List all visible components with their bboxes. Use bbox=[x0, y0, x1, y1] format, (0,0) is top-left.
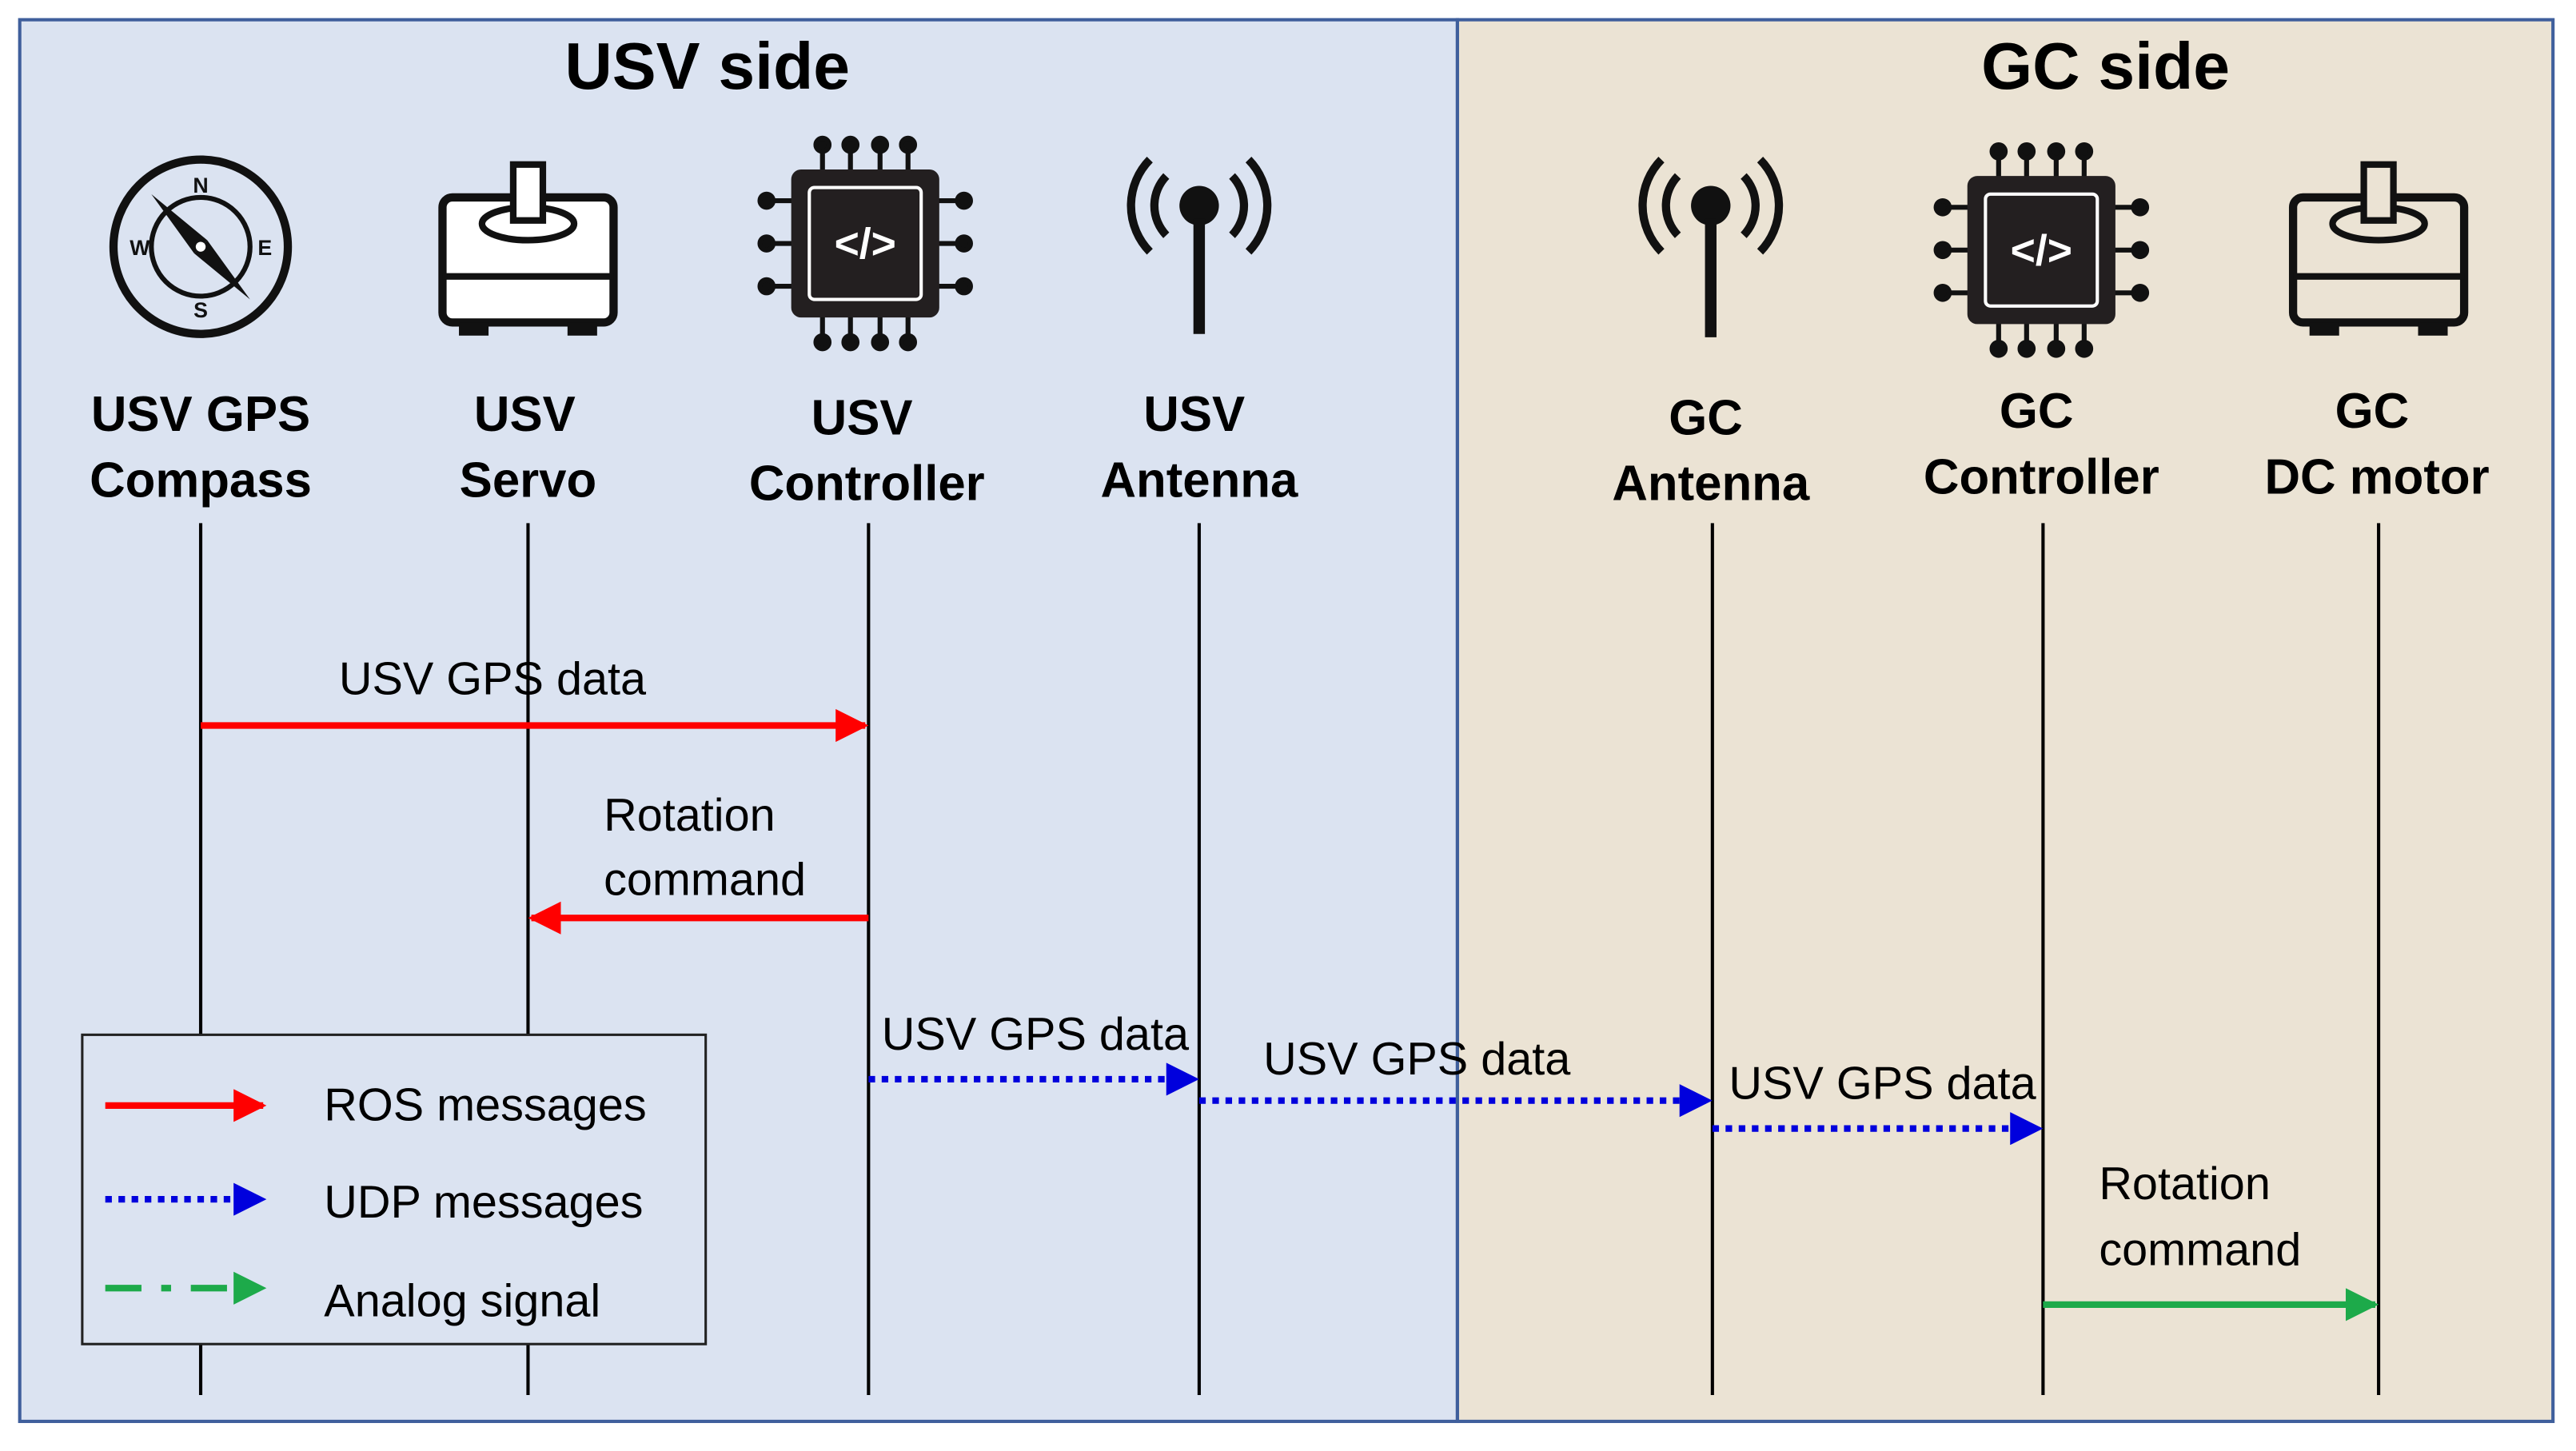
usv-antenna-label-line2: Antenna bbox=[1100, 452, 1298, 508]
compass-icon: N S W E bbox=[109, 155, 293, 338]
usv-servo-label-line2: Servo bbox=[460, 452, 597, 508]
gc-antenna-icon bbox=[1638, 157, 1784, 337]
msg-label-rotation-command-line1: Rotation bbox=[604, 790, 776, 841]
usv-gps-compass-label-line2: Compass bbox=[90, 452, 312, 508]
gc-microchip-icon: </> bbox=[1933, 142, 2150, 358]
gc-antenna-label-line2: Antenna bbox=[1612, 456, 1810, 512]
usv-side-title: USV side bbox=[564, 30, 850, 103]
legend-box bbox=[81, 1033, 708, 1345]
gc-side-title: GC side bbox=[1981, 30, 2230, 103]
svg-text:E: E bbox=[257, 236, 272, 260]
usv-controller-label-line2: Controller bbox=[749, 456, 985, 512]
usv-servo-label-line1: USV bbox=[474, 387, 576, 442]
legend-udp-label: UDP messages bbox=[324, 1177, 643, 1228]
servo-motor-icon bbox=[438, 161, 618, 336]
legend: ROS messages UDP messages Analog signal bbox=[81, 1033, 708, 1345]
svg-text:W: W bbox=[130, 236, 150, 260]
legend-ros-label: ROS messages bbox=[324, 1079, 646, 1130]
msg-label-gc-rotation-command-line1: Rotation bbox=[2099, 1158, 2271, 1210]
dc-motor-icon bbox=[2288, 161, 2469, 336]
msg-label-usv-gps-data-4: USV GPS data bbox=[1729, 1058, 2036, 1110]
svg-text:N: N bbox=[193, 173, 208, 197]
gc-controller-label-line1: GC bbox=[2000, 384, 2074, 439]
gc-dc-motor-label-line2: DC motor bbox=[2264, 449, 2489, 504]
msg-label-usv-gps-data-1: USV GPS data bbox=[339, 653, 647, 704]
svg-text:</>: </> bbox=[835, 221, 896, 268]
gc-dc-motor-label-line1: GC bbox=[2335, 384, 2410, 439]
usv-antenna-label-line1: USV bbox=[1143, 387, 1245, 442]
msg-label-usv-gps-data-3: USV GPS data bbox=[1263, 1034, 1571, 1085]
usv-gps-compass-label-line1: USV GPS bbox=[91, 387, 310, 442]
msg-label-rotation-command-line2: command bbox=[604, 854, 806, 905]
usv-microchip-icon: </> bbox=[757, 135, 973, 352]
svg-text:S: S bbox=[193, 298, 208, 322]
usv-antenna-icon bbox=[1127, 157, 1272, 334]
legend-analog-label: Analog signal bbox=[324, 1275, 600, 1326]
gc-antenna-label-line1: GC bbox=[1669, 390, 1743, 445]
msg-label-usv-gps-data-2: USV GPS data bbox=[882, 1009, 1190, 1060]
lifelines bbox=[198, 523, 2381, 1396]
usv-controller-label-line1: USV bbox=[811, 390, 913, 445]
svg-text:</>: </> bbox=[2011, 227, 2072, 274]
gc-controller-label-line2: Controller bbox=[1924, 449, 2159, 504]
msg-label-gc-rotation-command-line2: command bbox=[2099, 1224, 2301, 1275]
